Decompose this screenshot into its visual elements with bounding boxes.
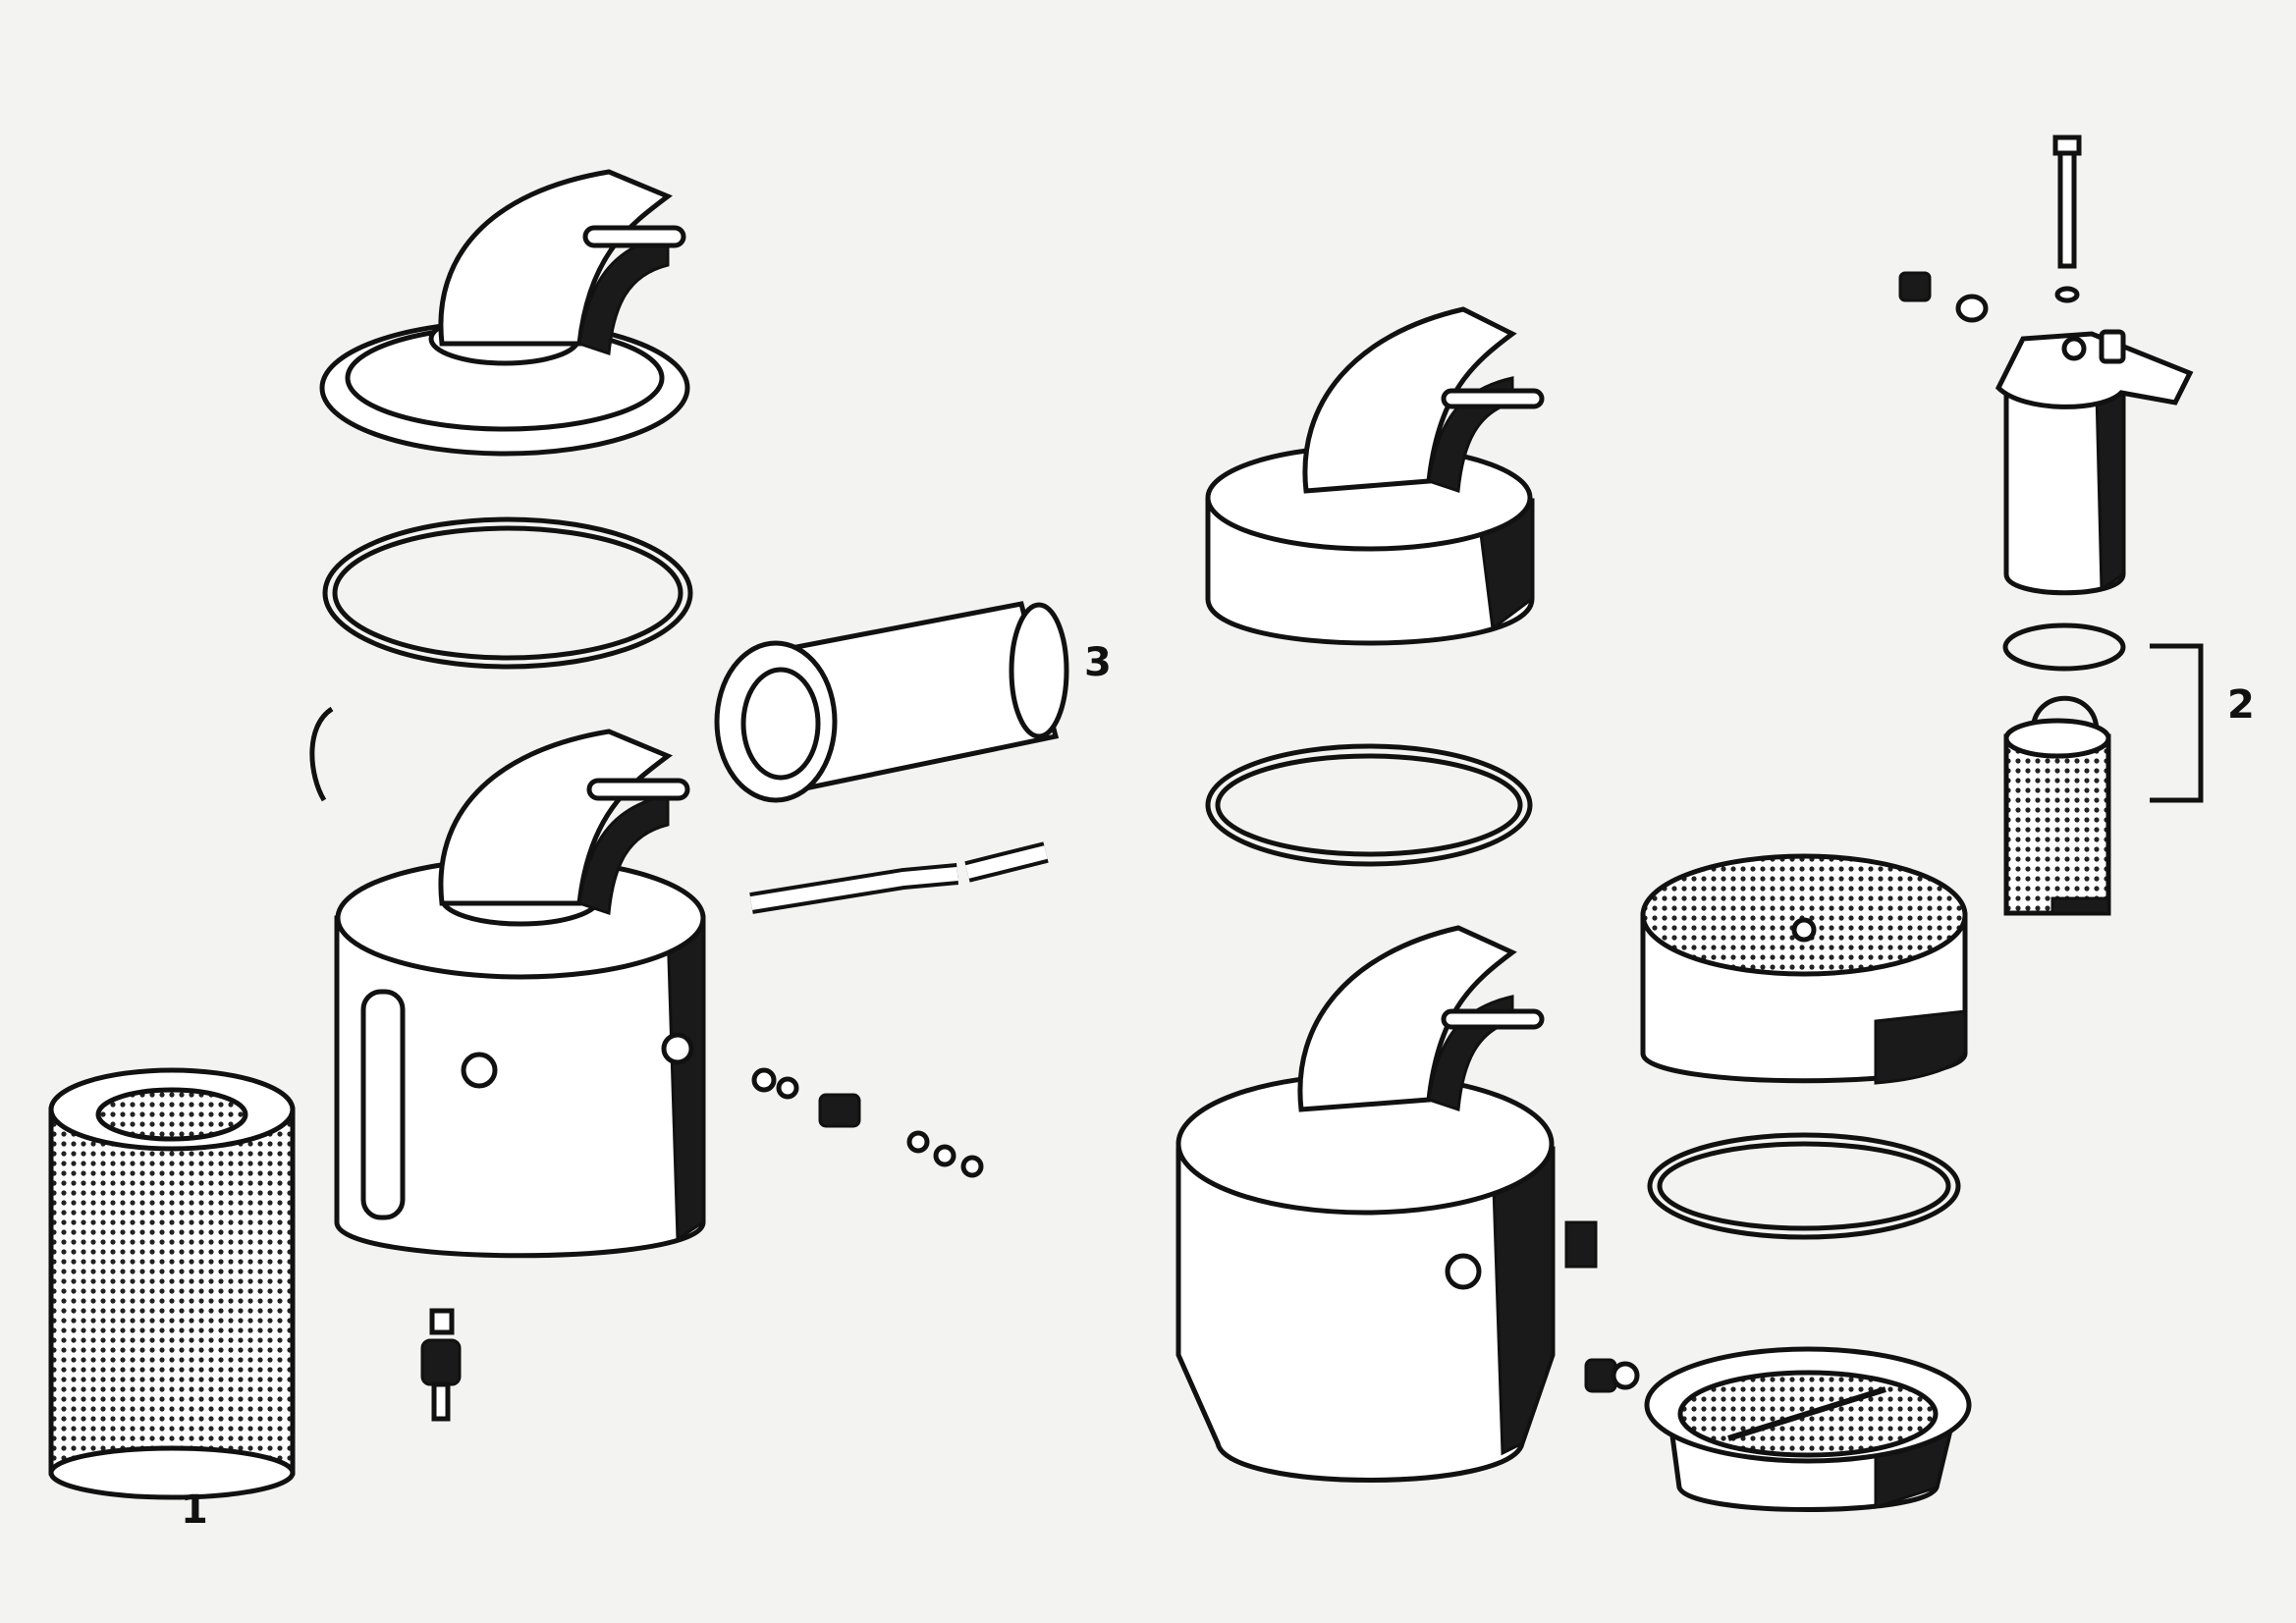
small-hose — [749, 841, 1049, 914]
gasket-right — [1647, 1132, 1961, 1240]
washers-and-mount — [751, 1067, 984, 1178]
air-cleaner-lid-middle — [1205, 306, 1545, 646]
callout-3: 3 — [1084, 640, 1112, 685]
bottom-tray — [1644, 1346, 1972, 1512]
sealing-ring-left — [322, 516, 693, 670]
filter-element-1 — [48, 1067, 296, 1500]
callout-2: 2 — [2227, 682, 2255, 728]
bracket-2 — [2150, 643, 2204, 803]
filter-bolt — [2052, 135, 2082, 303]
retaining-clip — [309, 706, 334, 802]
union-fitting — [1898, 271, 1989, 323]
filter-cartridge-2 — [2003, 695, 2111, 916]
fuel-filter-housing — [1995, 329, 2194, 596]
o-ring-right — [2002, 622, 2126, 672]
air-cleaner-housing-middle — [1175, 925, 1598, 1483]
air-cleaner-housing-left — [334, 729, 706, 1259]
screen-cylinder — [1640, 853, 1968, 1085]
sealing-ring-middle — [1205, 743, 1533, 867]
air-cleaner-lid-left — [319, 169, 690, 457]
bellows-hose-3 — [714, 601, 1069, 803]
callout-1: 1 — [181, 1488, 208, 1533]
rubber-mount-left — [420, 1308, 462, 1422]
nut-middle — [1584, 1358, 1640, 1393]
